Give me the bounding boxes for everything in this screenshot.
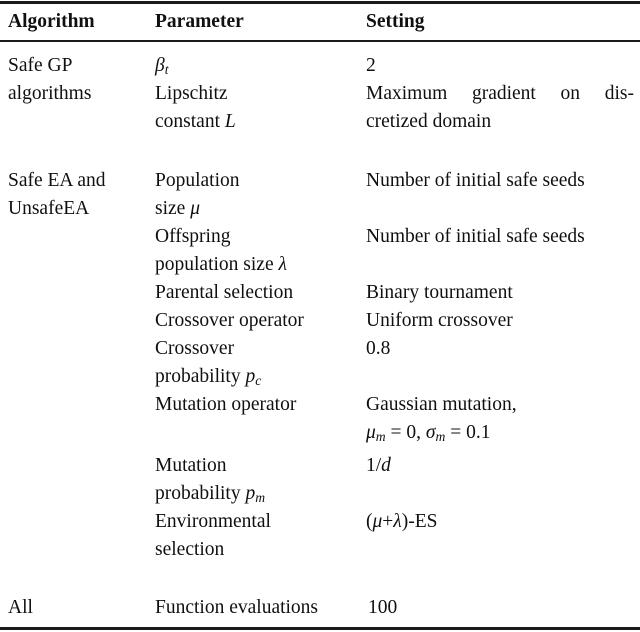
setting-cell: (μ+λ)-ES bbox=[366, 508, 638, 536]
setting-symbol-lambda: λ bbox=[393, 511, 402, 532]
setting-line: Gaussian mutation, bbox=[366, 394, 517, 415]
algorithm-line: UnsafeEA bbox=[8, 197, 90, 219]
setting-cell: 0.8 bbox=[366, 338, 391, 359]
parameter-symbol-beta: β bbox=[155, 55, 165, 76]
parameter-line: probability bbox=[155, 482, 246, 504]
parameter-line: Mutation bbox=[155, 455, 227, 476]
setting-cell: Uniform crossover bbox=[366, 310, 513, 331]
setting-plus: + bbox=[382, 511, 394, 532]
setting-cell: Gaussian mutation,μm = 0, σm = 0.1 bbox=[366, 391, 638, 450]
setting-paren-open: ( bbox=[366, 511, 373, 532]
parameter-symbol-p: p bbox=[245, 365, 256, 387]
setting-equals: = 0.1 bbox=[445, 421, 491, 443]
parameter-subscript: c bbox=[255, 372, 262, 388]
parameter-line: constant bbox=[155, 110, 225, 132]
parameter-cell: Mutation operator bbox=[155, 394, 297, 415]
table-bottom-rule bbox=[0, 627, 640, 630]
setting-symbol-mu: μ bbox=[372, 511, 383, 532]
setting-symbol-sigma: σ bbox=[425, 421, 436, 443]
parameter-subscript: t bbox=[164, 62, 169, 77]
algorithm-cell: All bbox=[8, 597, 33, 618]
setting-line: Maximum gradient on dis- bbox=[366, 83, 634, 104]
setting-cell: 1/d bbox=[366, 452, 638, 480]
setting-cell: Number of initial safe seeds bbox=[366, 226, 585, 247]
setting-cell: Number of initial safe seeds bbox=[366, 170, 585, 191]
parameter-line: selection bbox=[155, 538, 225, 560]
parameter-cell: Mutation probability pm bbox=[155, 452, 363, 511]
parameter-cell: Environmental selection bbox=[155, 508, 363, 563]
setting-subscript: m bbox=[375, 428, 386, 444]
setting-value: 1/ bbox=[366, 455, 382, 476]
setting-equals: = 0, bbox=[385, 421, 426, 443]
algorithm-line: Safe EA and bbox=[8, 170, 106, 191]
parameter-line: Lipschitz bbox=[155, 83, 228, 104]
column-header-algorithm: Algorithm bbox=[8, 11, 95, 32]
parameter-symbol-mu: μ bbox=[190, 197, 200, 219]
parameter-line: population size bbox=[155, 253, 279, 275]
parameter-cell: Parental selection bbox=[155, 282, 294, 303]
setting-cell: 2 bbox=[366, 55, 376, 76]
parameter-symbol-p: p bbox=[245, 482, 256, 504]
parameter-line: Population bbox=[155, 170, 240, 191]
algorithm-line: Safe GP bbox=[8, 55, 73, 76]
column-header-parameter: Parameter bbox=[155, 11, 244, 32]
setting-symbol-d: d bbox=[381, 455, 391, 476]
setting-subscript: m bbox=[435, 428, 446, 444]
algorithm-cell: Safe GP algorithms bbox=[8, 52, 153, 107]
setting-cell: Binary tournament bbox=[366, 282, 513, 303]
parameter-cell: Lipschitz constant L bbox=[155, 80, 363, 135]
parameter-symbol-lambda: λ bbox=[278, 253, 287, 275]
setting-symbol-mu: μ bbox=[366, 421, 376, 443]
setting-cell: 100 bbox=[368, 597, 398, 618]
parameter-cell: Crossover probability pc bbox=[155, 335, 363, 394]
parameter-line: Environmental bbox=[155, 511, 271, 532]
table-top-rule bbox=[0, 1, 640, 4]
parameter-subscript: m bbox=[255, 489, 266, 505]
parameter-line: Crossover bbox=[155, 338, 235, 359]
parameter-cell: Offspring population size λ bbox=[155, 223, 363, 278]
table-header-rule bbox=[0, 40, 640, 42]
parameter-line: size bbox=[155, 197, 191, 219]
setting-paren-close-es: )-ES bbox=[401, 511, 438, 532]
parameter-cell: Population size μ bbox=[155, 167, 363, 222]
parameter-cell: Function evaluations bbox=[155, 597, 319, 618]
parameter-symbol-L: L bbox=[224, 110, 236, 132]
column-header-setting: Setting bbox=[366, 11, 425, 32]
algorithm-line: algorithms bbox=[8, 82, 92, 104]
setting-line: cretized domain bbox=[366, 110, 492, 132]
parameter-line: probability bbox=[155, 365, 246, 387]
parameter-cell: βt bbox=[155, 52, 363, 84]
parameter-line: Offspring bbox=[155, 226, 231, 247]
parameter-cell: Crossover operator bbox=[155, 310, 304, 331]
setting-cell: Maximum gradient on dis-cretized domain bbox=[366, 80, 638, 135]
